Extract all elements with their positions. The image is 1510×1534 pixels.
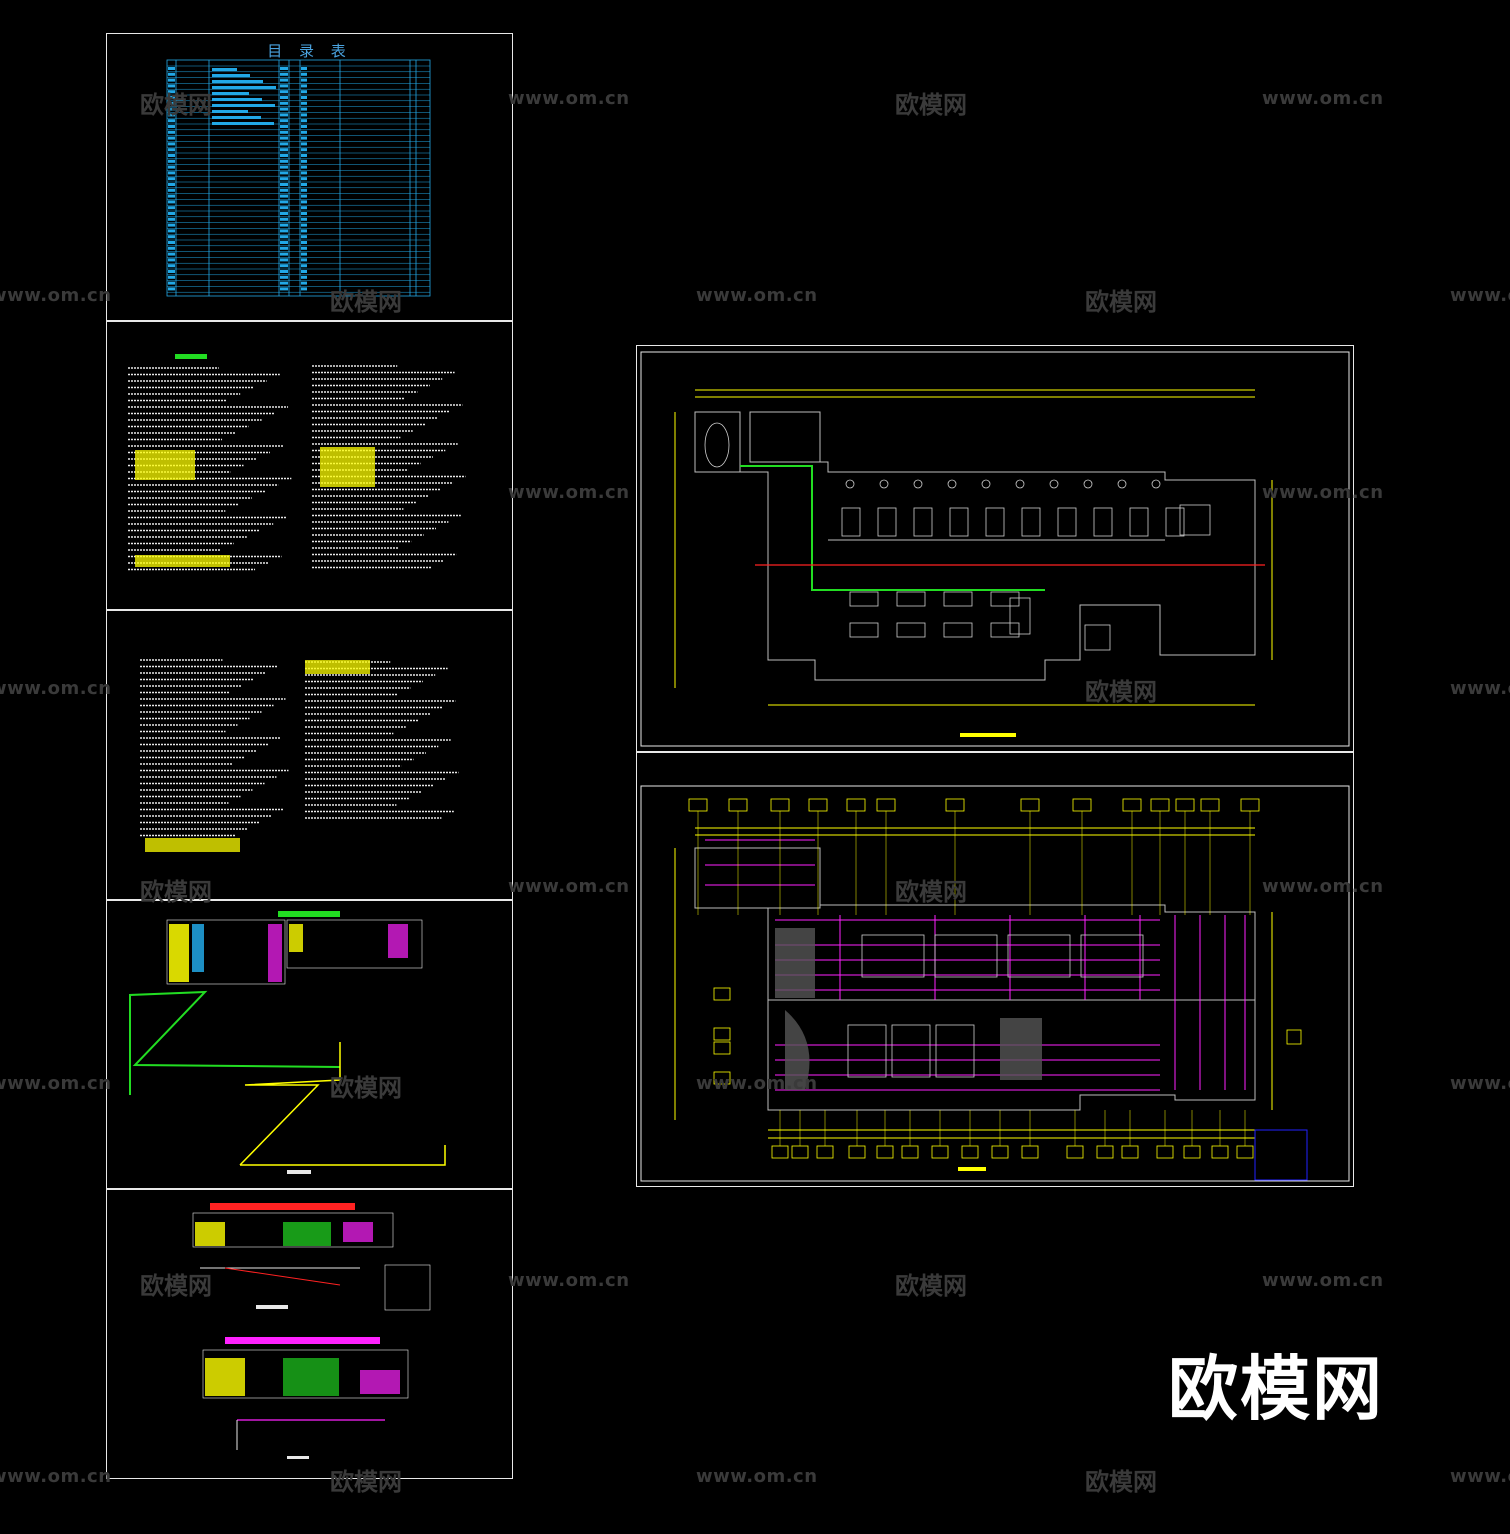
watermark-url: www.om.cn	[1262, 88, 1384, 109]
system-diagram	[129, 911, 446, 1174]
watermark-url: www.om.cn	[696, 285, 818, 306]
watermark-url: www.om.cn	[1262, 1270, 1384, 1291]
watermark-brand: 欧模网	[895, 878, 967, 906]
index-title: 目 录 表	[267, 42, 352, 60]
notes-sheet-1[interactable]	[106, 321, 513, 610]
watermark-brand: 欧模网	[1085, 1468, 1157, 1496]
watermark-url: www.om.cn	[508, 876, 630, 897]
index-rows	[167, 65, 430, 293]
watermark-brand: 欧模网	[895, 1272, 967, 1300]
watermark-url: www.om.cn	[1450, 678, 1510, 699]
design-notes-1	[128, 354, 466, 571]
watermark-brand: 欧模网	[330, 1468, 402, 1496]
watermark-url: www.om.cn	[1262, 482, 1384, 503]
design-notes-2	[140, 659, 459, 852]
watermark-brand: 欧模网	[140, 1272, 212, 1300]
brand-logo: 欧模网	[1168, 1348, 1384, 1430]
watermark-url: www.om.cn	[0, 285, 112, 306]
watermark-brand: 欧模网	[140, 91, 212, 119]
system-diagram-sheet[interactable]	[106, 900, 513, 1189]
floor-plan	[674, 389, 1273, 737]
watermark-brand: 欧模网	[1085, 678, 1157, 706]
watermark-url: www.om.cn	[1450, 285, 1510, 306]
watermark-url: www.om.cn	[1450, 1466, 1510, 1487]
floor-plan-sheet[interactable]	[636, 345, 1354, 752]
legend-tables	[192, 1203, 431, 1459]
ceiling-plan-sprinklers	[688, 798, 1302, 1159]
watermark-url: www.om.cn	[696, 1073, 818, 1094]
index-entries	[168, 67, 307, 291]
index-sheet[interactable]	[106, 33, 513, 321]
watermark-url: www.om.cn	[508, 1270, 630, 1291]
watermark-brand: 欧模网	[330, 288, 402, 316]
floor-plan-rooms	[704, 422, 1211, 651]
ceiling-plan-sheet[interactable]	[636, 752, 1354, 1187]
watermark-url: www.om.cn	[508, 88, 630, 109]
index-table	[166, 59, 431, 297]
watermark-url: www.om.cn	[0, 1466, 112, 1487]
watermark-url: www.om.cn	[696, 1466, 818, 1487]
watermark-brand: 欧模网	[330, 1074, 402, 1102]
watermark-url: www.om.cn	[0, 1073, 112, 1094]
watermark-brand: 欧模网	[895, 91, 967, 119]
legend-sheet[interactable]	[106, 1189, 513, 1479]
ceiling-plan	[674, 827, 1308, 1181]
watermark-url: www.om.cn	[1262, 876, 1384, 897]
watermark-brand: 欧模网	[140, 878, 212, 906]
watermark-brand: 欧模网	[1085, 288, 1157, 316]
notes-sheet-2[interactable]	[106, 610, 513, 900]
watermark-url: www.om.cn	[508, 482, 630, 503]
watermark-url: www.om.cn	[1450, 1073, 1510, 1094]
watermark-url: www.om.cn	[0, 678, 112, 699]
